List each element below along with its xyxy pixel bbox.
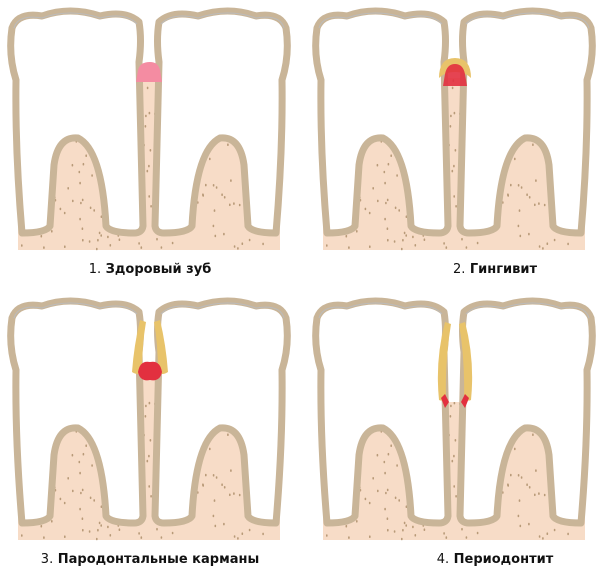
- panel-gingivitis: 2. Гингивит: [305, 0, 600, 277]
- panel-healthy-tooth: 1. Здоровый зуб: [0, 0, 300, 277]
- panel-caption: 2. Гингивит: [452, 262, 538, 277]
- right-tooth: [456, 7, 596, 237]
- tooth-illustration: [305, 290, 600, 541]
- tooth-illustration: [305, 0, 600, 251]
- right-tooth: [456, 297, 596, 527]
- panel-periodontal-pockets: 3. Пародонтальные карманы: [0, 290, 300, 567]
- gum-healthy: [136, 62, 162, 82]
- gum-periodontitis: [437, 322, 473, 408]
- tooth-illustration: [0, 0, 300, 251]
- left-tooth: [312, 7, 452, 237]
- right-tooth: [151, 7, 291, 237]
- right-tooth: [151, 297, 291, 527]
- panel-caption: 3. Пародонтальные карманы: [40, 552, 260, 567]
- panel-caption: 1. Здоровый зуб: [88, 262, 212, 277]
- tooth-illustration: [0, 290, 300, 541]
- gum-gingivitis: [439, 58, 471, 86]
- gum-pockets: [132, 320, 168, 381]
- left-tooth: [7, 297, 147, 527]
- left-tooth: [7, 7, 147, 237]
- panel-periodontitis: 4. Периодонтит: [305, 290, 600, 567]
- left-tooth: [312, 297, 452, 527]
- panel-caption: 4. Периодонтит: [436, 552, 554, 567]
